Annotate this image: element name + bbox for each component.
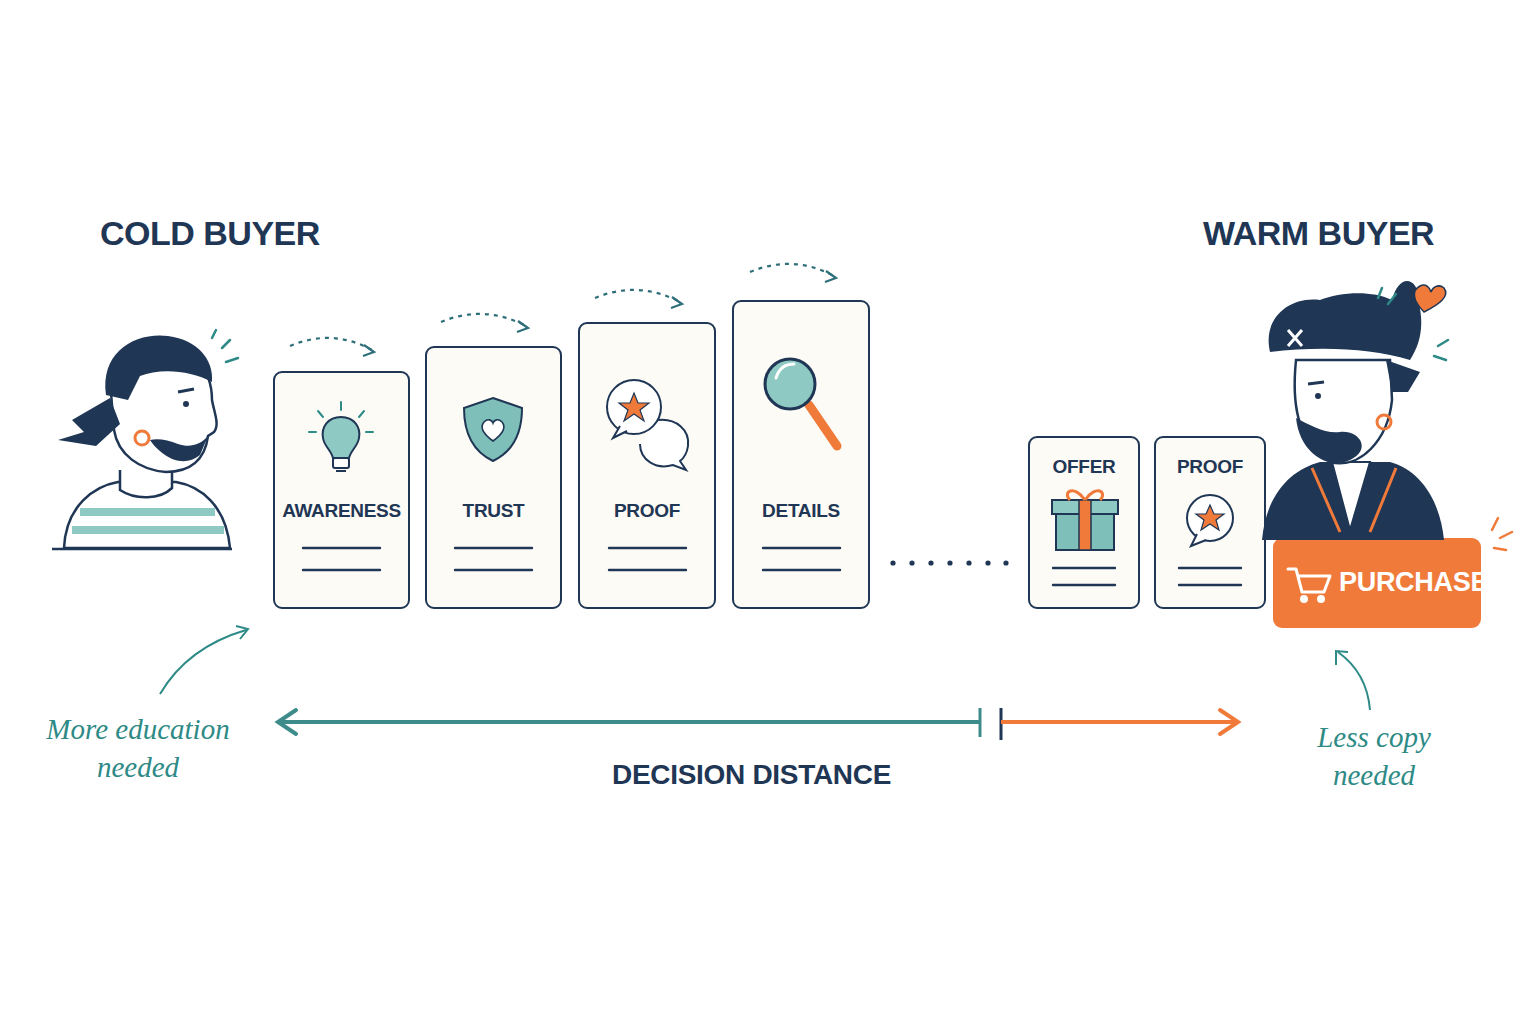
stage-card: AWARENESS xyxy=(273,371,410,609)
stage-label: AWARENESS xyxy=(275,500,408,522)
stage-label: PROOF xyxy=(1156,456,1264,478)
stage-label: OFFER xyxy=(1030,456,1138,478)
handwritten-note: More education needed xyxy=(20,710,256,786)
magnifier-icon xyxy=(765,359,837,446)
stage-card: PROOF xyxy=(578,322,716,609)
stage-label: DETAILS xyxy=(734,500,868,522)
progress-arrows xyxy=(290,264,834,350)
sparkles xyxy=(1492,518,1512,550)
stage-card: OFFER xyxy=(1028,436,1140,609)
gift-icon xyxy=(1052,491,1118,550)
buyer-heading: WARM BUYER xyxy=(1203,214,1434,253)
gap-dots xyxy=(890,560,1008,565)
leader-arrows xyxy=(160,626,1370,710)
warm-buyer-illustration xyxy=(1262,281,1448,540)
lightbulb-icon xyxy=(309,402,373,471)
stage-card: TRUST xyxy=(425,346,562,609)
arrow-heads xyxy=(363,271,836,356)
stage-card: PROOF xyxy=(1154,436,1266,609)
cold-buyer-illustration xyxy=(52,330,238,549)
distance-arrow xyxy=(278,708,1238,740)
button-label: PURCHASE xyxy=(1339,567,1473,598)
buyer-heading: COLD BUYER xyxy=(100,214,320,253)
card-lines xyxy=(303,548,1241,585)
stage-label: PROOF xyxy=(580,500,714,522)
handwritten-note: Less copy needed xyxy=(1290,718,1458,794)
purchase-button: PURCHASE xyxy=(1273,538,1481,628)
axis-label: DECISION DISTANCE xyxy=(612,759,891,791)
review-bubbles-icon xyxy=(607,380,688,470)
shield-icon xyxy=(464,398,522,461)
review-bubble-icon xyxy=(1187,495,1233,546)
stage-label: TRUST xyxy=(427,500,560,522)
cart-icon xyxy=(1288,569,1330,602)
stage-card: DETAILS xyxy=(732,300,870,609)
